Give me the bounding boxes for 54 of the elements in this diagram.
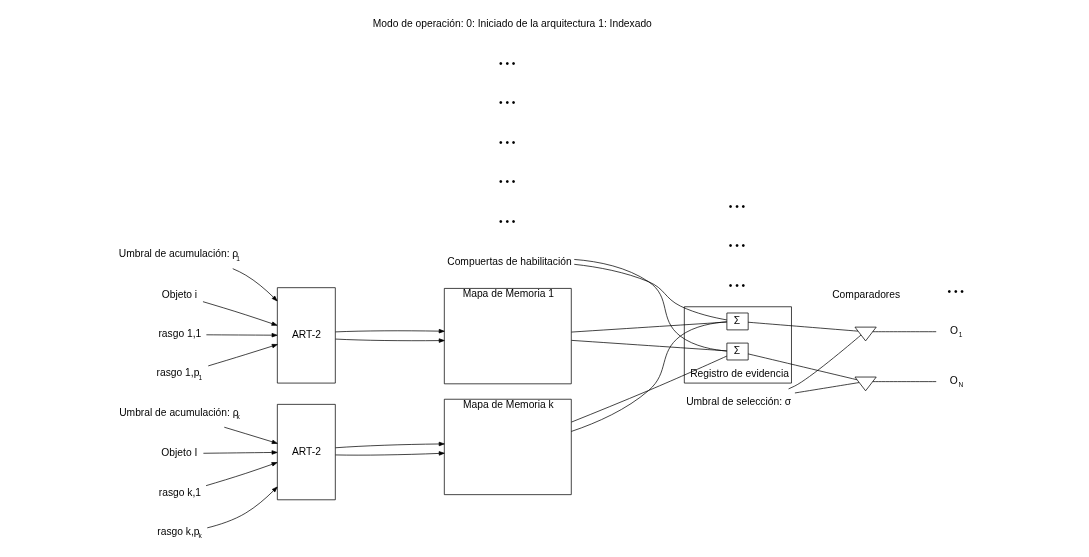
node-box: Mapa de Memoria k	[443, 398, 572, 495]
node-triangle	[854, 326, 877, 342]
label: Modo de operación: 0: Iniciado de la arquitectura 1: Indexado	[372, 17, 652, 29]
label: Comparadores	[832, 289, 901, 301]
node-text: Objeto i	[161, 288, 198, 300]
connector	[573, 259, 728, 352]
label: • • •	[728, 279, 746, 291]
label: • • •	[498, 97, 516, 109]
arrow	[335, 338, 445, 343]
arrow	[207, 344, 278, 367]
node-box: Σ	[726, 312, 749, 331]
node-text: Umbral de acumulación: ρ$_{k}$	[119, 406, 240, 421]
node-text: Umbral de acumulación: ρ$_{1}$	[118, 248, 240, 262]
node-text: rasgo 1,1	[158, 328, 202, 340]
label: • • •	[498, 176, 516, 188]
connector	[747, 353, 858, 381]
label: • • •	[947, 285, 964, 297]
arrow	[335, 441, 445, 449]
label: • • •	[728, 240, 746, 252]
arrow	[202, 301, 278, 326]
label: • • •	[498, 216, 516, 228]
node-text: O$_{1}$	[950, 324, 963, 339]
node-text: Compuertas de habilitación	[447, 255, 572, 267]
label: • • •	[498, 57, 516, 69]
connector	[571, 355, 728, 423]
connector	[872, 381, 937, 382]
connector	[747, 321, 859, 332]
connector	[794, 382, 860, 394]
node-box: Mapa de Memoria 1	[443, 288, 572, 385]
node-box: Σ	[726, 342, 749, 361]
connector	[571, 321, 728, 333]
connector	[570, 321, 728, 432]
node-text: Umbral de selección: σ	[686, 395, 792, 407]
node-box: ART-2	[276, 287, 336, 384]
arrow	[206, 333, 278, 338]
connector	[573, 263, 728, 321]
arrow	[203, 450, 278, 455]
arrow	[206, 486, 278, 529]
label: • • •	[728, 200, 746, 212]
arrow	[223, 426, 278, 444]
node-text: rasgo 1,p$_{1}$	[156, 367, 203, 381]
connector	[872, 331, 937, 333]
node-text: rasgo k,p$_{k}$	[157, 525, 202, 540]
node-text: rasgo k,1	[158, 486, 202, 498]
arrow	[205, 462, 278, 487]
arrow	[335, 329, 445, 334]
node-text: O$_{N}$	[949, 374, 964, 389]
node-text: Objeto I	[161, 447, 198, 459]
node-box: ART-2	[276, 404, 336, 501]
label: • • •	[498, 136, 516, 148]
arrow	[335, 451, 445, 456]
node-triangle	[854, 376, 877, 392]
connector	[788, 334, 862, 390]
arrow	[232, 268, 278, 302]
